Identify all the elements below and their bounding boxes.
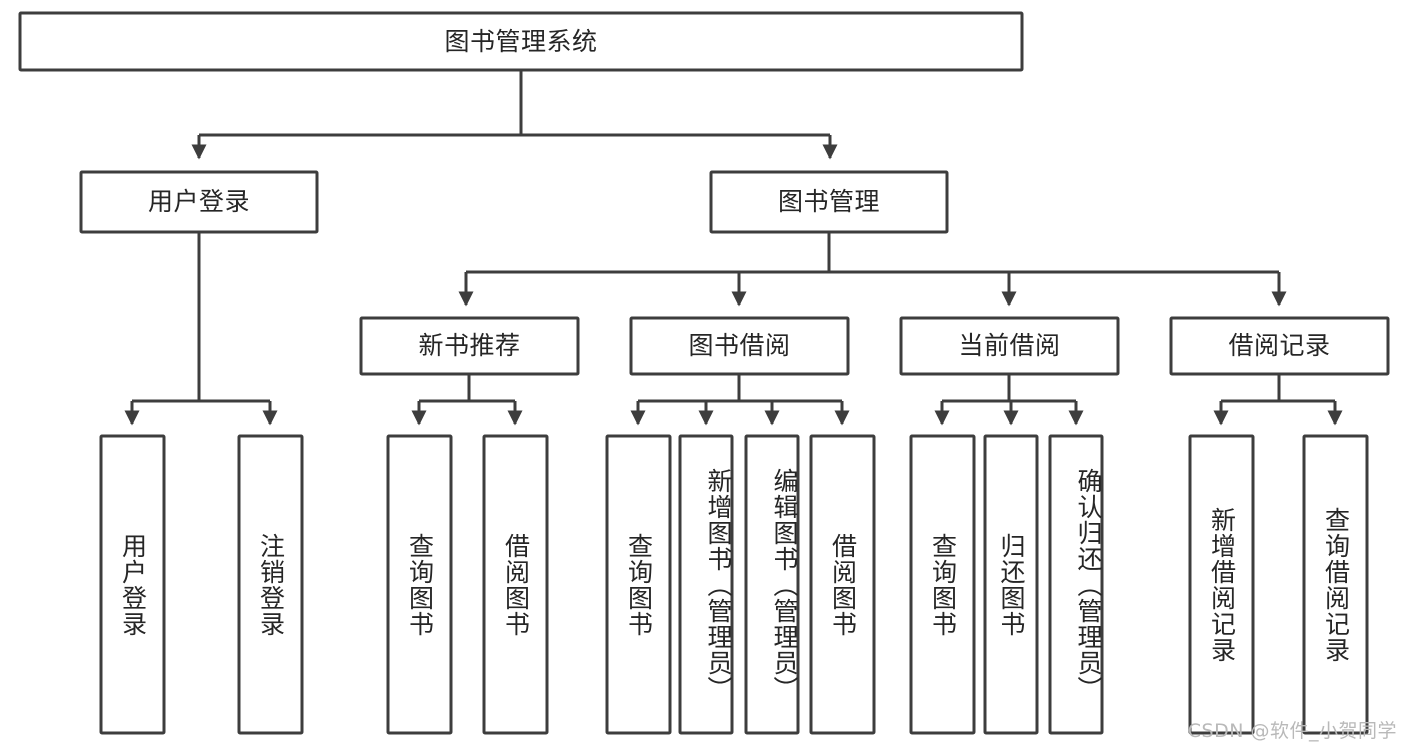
node-user-login[interactable] — [81, 172, 317, 232]
node-book-borrow[interactable] — [631, 318, 848, 374]
node-current-borrow[interactable] — [901, 318, 1118, 374]
node-box-leaf-logout-login[interactable] — [237, 434, 304, 735]
node-box-leaf-add-book-admin[interactable] — [678, 434, 734, 735]
connector-bookborrow-to-leaves — [630, 374, 850, 426]
node-box-leaf-borrow-book-2[interactable] — [809, 434, 876, 735]
node-box-leaf-query-book-1[interactable] — [386, 434, 453, 735]
csdn-watermark: CSDN @软件_小贺同学 — [1187, 720, 1397, 742]
node-root[interactable] — [20, 13, 1022, 70]
node-book-management[interactable] — [711, 172, 947, 232]
node-box-leaf-query-book-3[interactable] — [909, 434, 976, 735]
connector-bookmgmt-to-level3 — [458, 232, 1287, 307]
connector-currentborrow-to-leaves — [934, 374, 1084, 426]
node-box-leaf-add-borrow-record[interactable] — [1188, 434, 1255, 735]
node-new-book-recommend[interactable] — [361, 318, 578, 374]
node-box-leaf-borrow-book-1[interactable] — [482, 434, 549, 735]
connector-newbook-to-leaves — [411, 374, 523, 426]
connector-userlogin-to-leaves — [124, 232, 278, 426]
connector-root-to-level2 — [191, 70, 838, 160]
node-box-leaf-query-borrow-record[interactable] — [1302, 434, 1369, 735]
node-box-leaf-user-login[interactable] — [99, 434, 166, 735]
node-box-leaf-confirm-return-admin[interactable] — [1048, 434, 1104, 735]
node-box-leaf-query-book-2[interactable] — [605, 434, 672, 735]
connector-borrowrecord-to-leaves — [1213, 374, 1343, 426]
node-box-leaf-return-book[interactable] — [983, 434, 1039, 735]
node-borrow-record[interactable] — [1171, 318, 1388, 374]
node-box-leaf-edit-book-admin[interactable] — [744, 434, 800, 735]
